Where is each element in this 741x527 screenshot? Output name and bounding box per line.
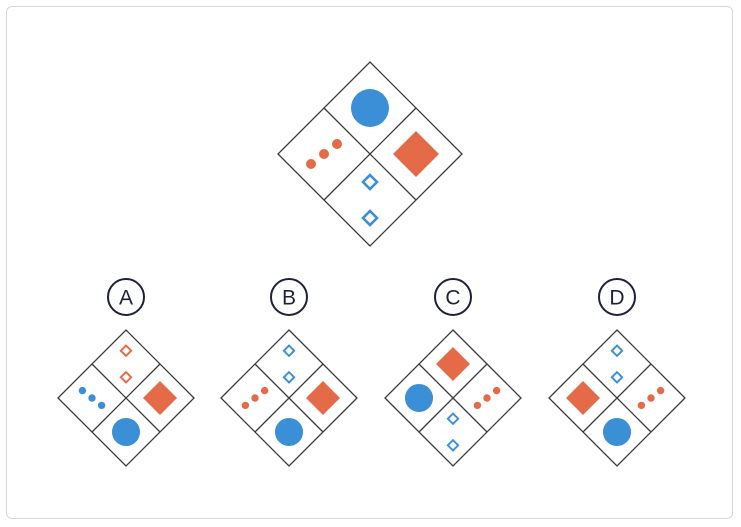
- option-a-figure[interactable]: [57, 329, 195, 467]
- option-a-badge[interactable]: [107, 278, 145, 316]
- option-b[interactable]: B: [220, 278, 358, 467]
- blue-diamond-outline: [361, 209, 379, 227]
- diamond-frame: [57, 329, 195, 467]
- blue-dot: [88, 394, 96, 402]
- option-d-badge[interactable]: [598, 278, 636, 316]
- blue-diamond-outline: [610, 370, 624, 384]
- orange-dot: [492, 386, 501, 395]
- grid-line: [418, 363, 488, 433]
- diamond-frame: [548, 329, 686, 467]
- option-d-figure[interactable]: [548, 329, 686, 467]
- option-c-label[interactable]: C: [445, 287, 460, 310]
- option-b-figure[interactable]: [220, 329, 358, 467]
- orange-square: [143, 381, 177, 415]
- orange-dot: [637, 401, 646, 410]
- orange-square: [566, 381, 600, 415]
- blue-dot: [78, 386, 87, 395]
- orange-dot: [483, 394, 491, 402]
- orange-dot: [647, 394, 655, 402]
- orange-dot: [473, 401, 482, 410]
- orange-square: [393, 131, 439, 177]
- option-b-badge[interactable]: [270, 278, 308, 316]
- grid-line: [323, 107, 417, 201]
- grid-line: [91, 363, 161, 433]
- orange-dot: [319, 149, 329, 159]
- diamond-frame: [220, 329, 358, 467]
- blue-diamond-outline: [610, 344, 624, 358]
- blue-dot: [97, 401, 106, 410]
- grid-line: [582, 363, 652, 433]
- option-b-label[interactable]: B: [282, 287, 296, 310]
- option-a[interactable]: A: [57, 278, 195, 467]
- blue-diamond-outline: [446, 438, 460, 452]
- orange-diamond-outline: [119, 344, 133, 358]
- question-figure: [277, 61, 463, 247]
- blue-circle: [274, 417, 304, 447]
- diamond-frame: [277, 61, 463, 247]
- blue-circle: [351, 89, 389, 127]
- option-c[interactable]: C: [384, 278, 522, 467]
- orange-diamond-outline: [119, 370, 133, 384]
- orange-square: [436, 347, 470, 381]
- blue-circle: [602, 417, 632, 447]
- blue-circle: [111, 417, 141, 447]
- orange-square: [306, 381, 340, 415]
- blue-diamond-outline: [282, 344, 296, 358]
- blue-diamond-outline: [282, 370, 296, 384]
- diamond-frame: [384, 329, 522, 467]
- option-c-figure[interactable]: [384, 329, 522, 467]
- option-a-label[interactable]: A: [119, 287, 133, 310]
- grid-line: [254, 363, 324, 433]
- orange-dot: [241, 401, 250, 410]
- blue-diamond-outline: [446, 412, 460, 426]
- orange-dot: [306, 159, 316, 169]
- blue-circle: [404, 383, 434, 413]
- option-c-badge[interactable]: [434, 278, 472, 316]
- option-d[interactable]: D: [548, 278, 686, 467]
- orange-dot: [251, 394, 259, 402]
- orange-dot: [656, 386, 665, 395]
- blue-diamond-outline: [361, 173, 379, 191]
- orange-dot: [260, 386, 269, 395]
- orange-dot: [332, 139, 342, 149]
- option-d-label[interactable]: D: [609, 287, 624, 310]
